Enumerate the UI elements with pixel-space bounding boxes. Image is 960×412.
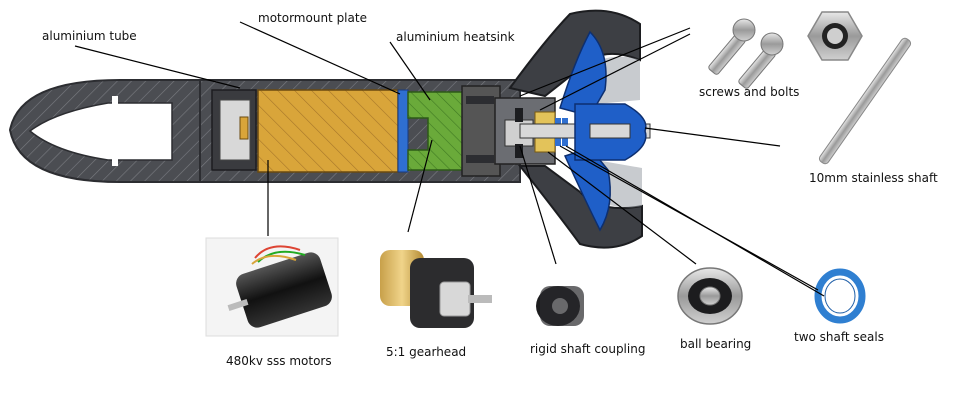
label-motors: 480kv sss motors	[226, 354, 332, 368]
motor-section	[257, 89, 399, 173]
shaft-seal-image	[814, 268, 866, 324]
leader-gearhead	[407, 139, 433, 233]
motormount-plate	[397, 89, 409, 173]
propeller-blade-lower	[563, 147, 611, 232]
stainless-shaft-image	[818, 37, 912, 165]
cross-section	[8, 9, 651, 249]
leader-heatsink	[389, 41, 431, 101]
label-gearhead: 5:1 gearhead	[386, 345, 466, 359]
heatsink-fin-1	[466, 96, 494, 104]
leader-motormount-plate	[239, 21, 401, 95]
coupling-screw-bottom	[515, 144, 523, 158]
label-motormount-plate: motormount plate	[258, 11, 367, 25]
lock-nut-image	[807, 11, 863, 61]
leader-lines	[74, 21, 825, 297]
label-ball-bearing: ball bearing	[680, 337, 751, 351]
leader-aluminium-tube	[74, 45, 241, 89]
label-shaft-seals: two shaft seals	[794, 330, 884, 344]
hub-shaft-end	[589, 123, 631, 139]
label-stainless-shaft: 10mm stainless shaft	[809, 171, 938, 185]
leader-coupling	[519, 145, 557, 265]
motor-contacts	[239, 116, 249, 140]
coupling-screw-top	[515, 108, 523, 122]
label-shaft-coupling: rigid shaft coupling	[530, 342, 645, 356]
leader-stainless-shaft	[644, 127, 781, 147]
leader-screws-1	[519, 27, 691, 97]
rigid-coupling-image	[536, 286, 584, 326]
nose-cavity-gap	[112, 96, 118, 166]
heatsink-fin-2	[466, 155, 494, 163]
nose-cavity	[28, 102, 173, 161]
label-screws-and-bolts: screws and bolts	[699, 85, 799, 99]
propeller-blade-upper	[559, 30, 607, 117]
label-aluminium-tube: aluminium tube	[42, 29, 137, 43]
label-aluminium-heatsink: aluminium heatsink	[396, 30, 515, 44]
gearhead-image	[380, 250, 492, 328]
leader-seal-2	[565, 145, 825, 297]
leader-screws-2	[539, 33, 691, 111]
ball-bearing-image	[677, 267, 743, 325]
screws-and-bolts-image	[708, 18, 784, 89]
leader-bearing	[547, 151, 697, 265]
motor-image	[205, 237, 339, 337]
